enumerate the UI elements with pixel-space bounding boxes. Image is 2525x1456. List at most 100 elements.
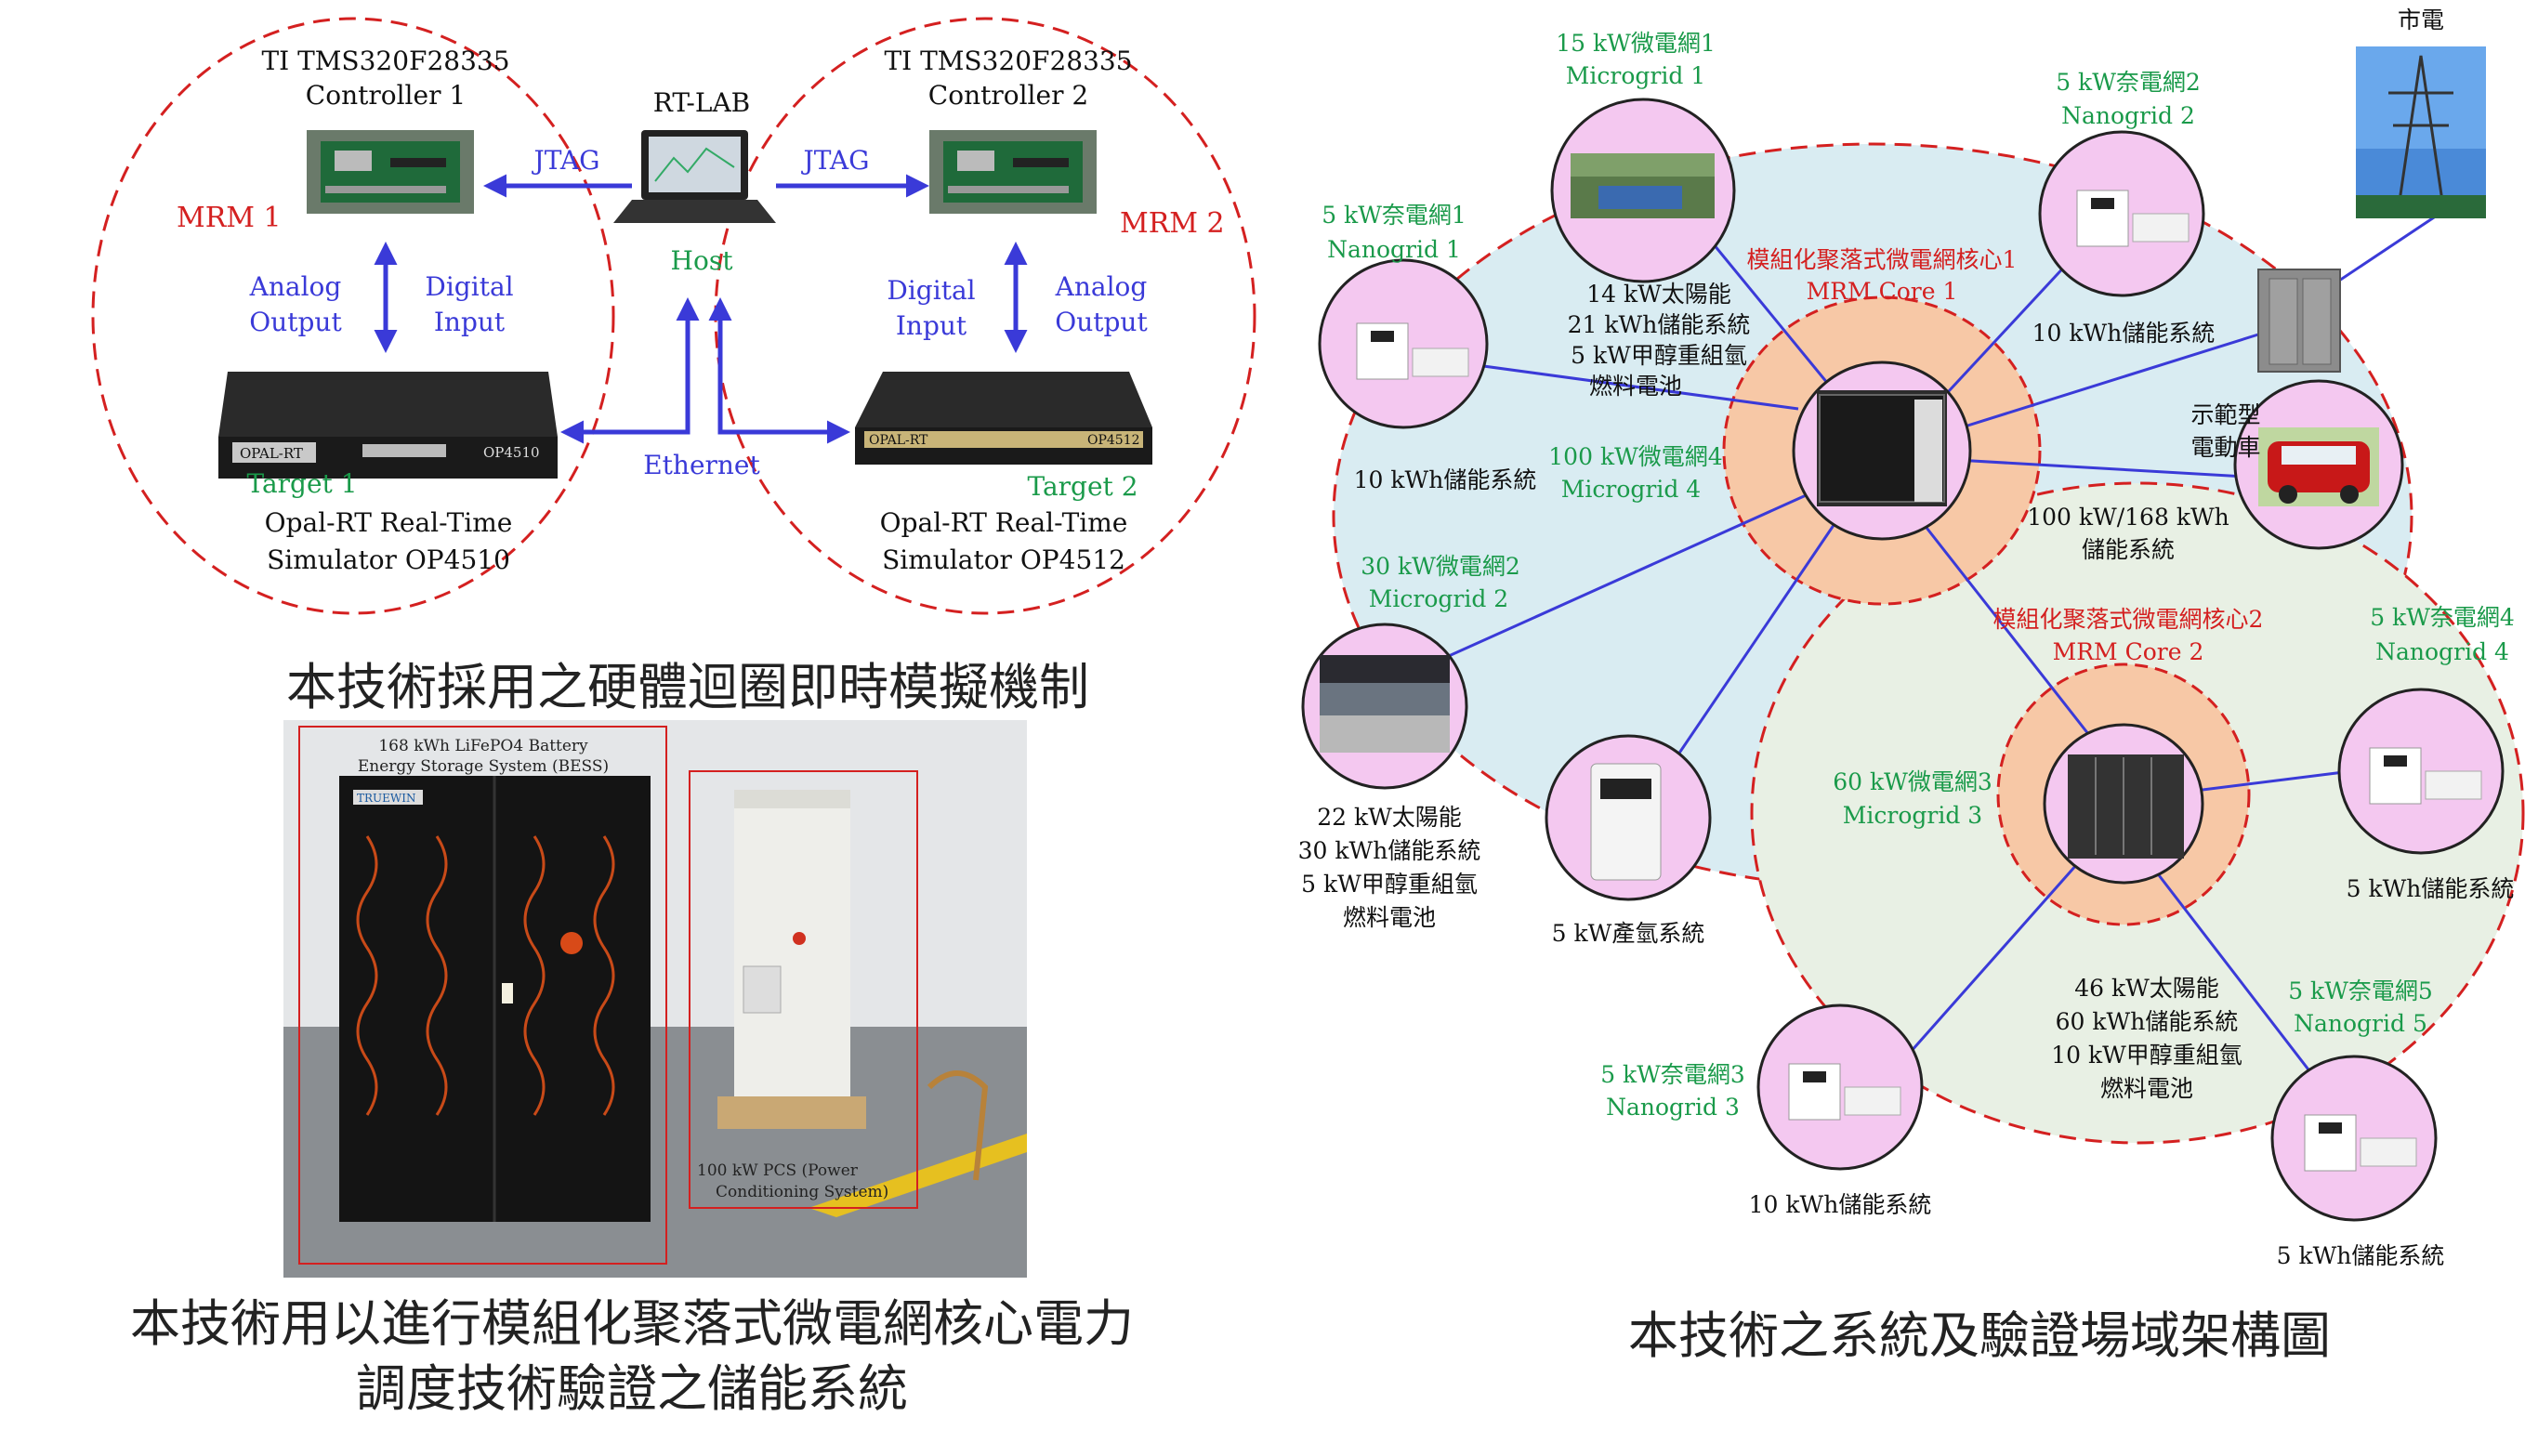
photo-pcs-line1: 100 kW PCS (Power <box>697 1161 859 1180</box>
ng2-title: 5 kW奈電網2 <box>2056 69 2201 96</box>
ng3-subtitle: Nanogrid 3 <box>1606 1094 1740 1121</box>
mg2-desc-1: 22 kW太陽能 <box>1317 804 1462 831</box>
sim2-line1: Opal-RT Real-Time <box>880 507 1128 538</box>
digital-input-1b: Input <box>434 307 506 337</box>
ng5-desc: 5 kWh儲能系統 <box>2277 1242 2445 1269</box>
digital-input-2b: Input <box>896 310 967 341</box>
ng3-title: 5 kW奈電網3 <box>1600 1061 1745 1088</box>
ethernet-arrow-1 <box>560 297 700 444</box>
link-core1-mg2 <box>1440 491 1813 662</box>
mg3-desc-2: 60 kWh儲能系統 <box>2056 1008 2239 1035</box>
mg1-desc-1: 14 kW太陽能 <box>1586 281 1731 308</box>
caption-architecture: 本技術之系統及驗證場域架構圖 <box>1628 1306 2331 1365</box>
mg3-desc-3: 10 kW甲醇重組氫 <box>2051 1042 2242 1069</box>
mg2-desc-3: 5 kW甲醇重組氫 <box>1301 871 1478 898</box>
mg2-desc-2: 30 kWh儲能系統 <box>1298 837 1481 864</box>
ng1-desc: 10 kWh儲能系統 <box>1354 466 1537 493</box>
architecture-diagram: 模組化聚落式微電網核心1 MRM Core 1 模組化聚落式微電網核心2 MRM… <box>1298 7 2525 1269</box>
mrm2-label: MRM 2 <box>1120 207 1225 240</box>
ethernet-arrow-2 <box>708 297 850 444</box>
controller1-title: TI TMS320F28335 <box>261 46 509 76</box>
mg3-title: 60 kW微電網3 <box>1833 768 1992 795</box>
analog-output-1b: Output <box>249 307 342 337</box>
controller1-subtitle: Controller 1 <box>306 80 466 111</box>
device-op4512: OP4512 <box>1087 433 1140 448</box>
h2-desc: 5 kW產氫系統 <box>1552 920 1705 947</box>
hil-diagram: MRM 1 MRM 2 TI TMS320F28335 Controller 1… <box>91 17 1256 615</box>
mg1-desc-2: 21 kWh儲能系統 <box>1568 311 1751 338</box>
mg3-desc-1: 46 kW太陽能 <box>2074 975 2219 1002</box>
link-core2-ng5 <box>2145 859 2334 1102</box>
ng4-title: 5 kW奈電網4 <box>2370 604 2515 631</box>
mg1-desc-4: 燃料電池 <box>1589 373 1682 400</box>
photo-pcs-line2: Conditioning System) <box>716 1183 888 1201</box>
link-core1-core2 <box>1908 505 2098 744</box>
sim2-line2: Simulator OP4512 <box>882 544 1125 575</box>
mg2-subtitle: Microgrid 2 <box>1369 585 1508 612</box>
controller2-title: TI TMS320F28335 <box>884 46 1132 76</box>
caption-hil: 本技術採用之硬體迴圈即時模擬機制 <box>286 658 1089 716</box>
core2-title: 模組化聚落式微電網核心2 <box>1993 606 2264 633</box>
core1-title: 模組化聚落式微電網核心1 <box>1747 246 2018 273</box>
link-core2-ng3 <box>1894 863 2079 1069</box>
controller1-board-image <box>307 130 474 214</box>
ethernet-label: Ethernet <box>643 450 760 480</box>
controller2-board-image <box>929 130 1097 214</box>
target2-label: Target 2 <box>1027 471 1138 502</box>
ev-line2: 電動車 <box>2190 434 2260 461</box>
target1-label: Target 1 <box>246 468 357 499</box>
photo-bess-line2: Energy Storage System (BESS) <box>358 757 609 776</box>
controller2-subtitle: Controller 2 <box>928 80 1088 111</box>
mg1-desc-3: 5 kW甲醇重組氫 <box>1571 342 1747 369</box>
rtlab-label: RT-LAB <box>653 87 751 118</box>
ng1-title: 5 kW奈電網1 <box>1322 202 1466 229</box>
jtag2-label: JTAG <box>801 145 870 176</box>
mg1-title: 15 kW微電網1 <box>1556 30 1716 57</box>
device-opal-1: OPAL-RT <box>240 445 303 462</box>
ng4-subtitle: Nanogrid 4 <box>2375 638 2509 665</box>
device-opal-2: OPAL-RT <box>869 433 928 448</box>
laptop-image <box>613 130 776 223</box>
ev-line1: 示範型 <box>2190 401 2260 428</box>
ng4-desc: 5 kWh儲能系統 <box>2347 875 2515 902</box>
analog-output-2b: Output <box>1055 307 1148 337</box>
photo-bess-line1: 168 kWh LiFePO4 Battery <box>378 737 588 755</box>
bess-highlight-box <box>298 726 667 1265</box>
bess-photo: TRUEWIN 168 kWh LiFePO4 Battery Energy S… <box>283 720 1027 1278</box>
ng1-subtitle: Nanogrid 1 <box>1327 236 1461 263</box>
mrm1-label: MRM 1 <box>177 202 282 234</box>
ng5-subtitle: Nanogrid 5 <box>2294 1010 2427 1037</box>
grid-label: 市電 <box>2398 7 2444 33</box>
device-op4510: OP4510 <box>483 444 540 461</box>
caption-bess-line2: 調度技術驗證之儲能系統 <box>356 1359 908 1418</box>
digital-input-1a: Digital <box>425 271 513 302</box>
core1-subtitle: MRM Core 1 <box>1807 278 1958 305</box>
ng3-desc: 10 kWh儲能系統 <box>1749 1191 1932 1218</box>
storage-line2: 儲能系統 <box>2082 536 2175 563</box>
mg3-desc-4: 燃料電池 <box>2100 1075 2193 1102</box>
mg4-title: 100 kW微電網4 <box>1548 443 1722 470</box>
mg2-desc-4: 燃料電池 <box>1343 904 1436 931</box>
pcs-cabinet <box>734 790 850 1096</box>
caption-bess-line1: 本技術用以進行模組化聚落式微電網核心電力 <box>130 1294 1134 1353</box>
analog-output-1a: Analog <box>249 271 342 302</box>
mg3-subtitle: Microgrid 3 <box>1843 802 1982 829</box>
link-core1-ev <box>1955 458 2278 480</box>
ng2-desc: 10 kWh儲能系統 <box>2032 320 2216 347</box>
digital-input-2a: Digital <box>887 275 975 306</box>
ng2-subtitle: Nanogrid 2 <box>2061 102 2195 129</box>
photo-brand: TRUEWIN <box>357 792 416 805</box>
simulator-op4510-image: OPAL-RT OP4510 <box>218 372 558 479</box>
mg2-title: 30 kW微電網2 <box>1361 553 1520 580</box>
analog-output-2a: Analog <box>1055 271 1148 302</box>
core2-photo <box>2068 754 2184 859</box>
simulator-op4512-image: OPAL-RT OP4512 <box>855 372 1152 465</box>
host-label: Host <box>671 245 734 276</box>
mg4-subtitle: Microgrid 4 <box>1561 476 1701 503</box>
core2-subtitle: MRM Core 2 <box>2053 638 2204 665</box>
storage-line1: 100 kW/168 kWh <box>2027 504 2229 531</box>
jtag1-label: JTAG <box>532 145 600 176</box>
sim1-line2: Simulator OP4510 <box>267 544 510 575</box>
